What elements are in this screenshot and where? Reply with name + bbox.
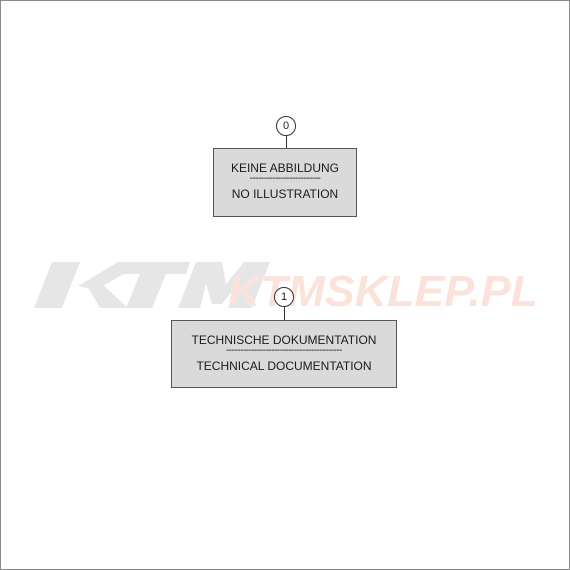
callout-1: 1 (274, 287, 294, 307)
leader-line-0 (286, 136, 287, 148)
label-english: NO ILLUSTRATION (231, 187, 339, 201)
label-german: TECHNISCHE DOKUMENTATION (191, 333, 377, 347)
callout-0: 0 (276, 116, 296, 136)
part-box-no-illustration: KEINE ABBILDUNG ------------------------… (213, 148, 357, 217)
label-english: TECHNICAL DOCUMENTATION (196, 359, 372, 373)
leader-line-1 (284, 307, 285, 320)
label-separator: ------------------------- (249, 175, 321, 183)
label-separator: ----------------------------------------… (225, 347, 343, 355)
label-german: KEINE ABBILDUNG (230, 161, 340, 175)
part-box-technical-documentation: TECHNISCHE DOKUMENTATION ---------------… (171, 320, 397, 388)
